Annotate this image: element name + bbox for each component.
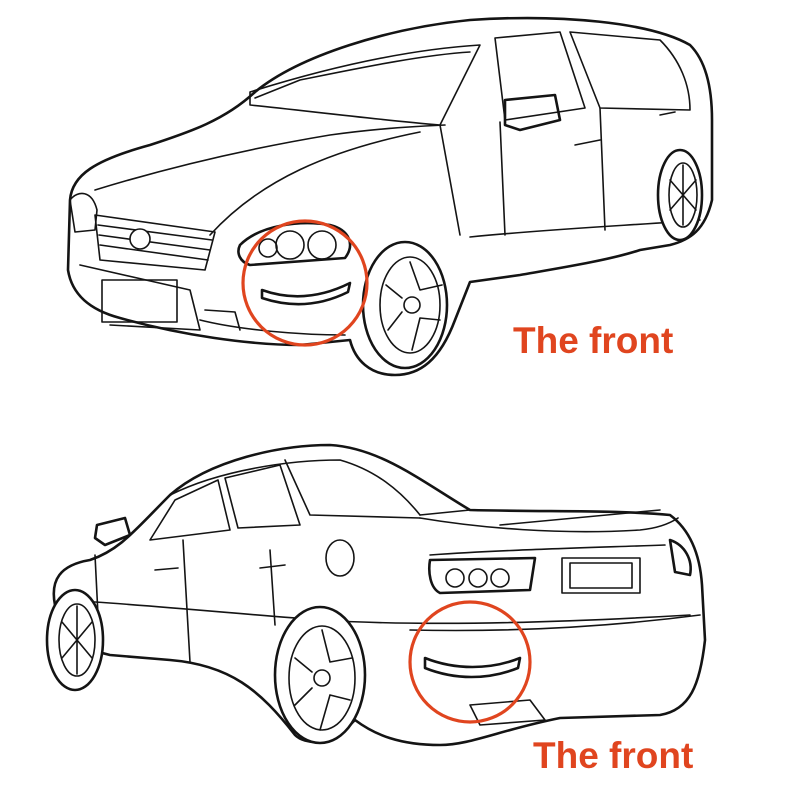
front-view-panel: The front bbox=[66, 16, 714, 377]
highlight-circle-front bbox=[241, 219, 369, 347]
sedan-front-illustration bbox=[66, 16, 714, 377]
highlight-circle-rear bbox=[408, 600, 532, 724]
rear-view-panel: The front bbox=[0, 400, 800, 800]
front-caption: The front bbox=[513, 320, 674, 361]
sedan-rear-illustration bbox=[45, 443, 707, 747]
rear-caption: The front bbox=[533, 735, 694, 776]
